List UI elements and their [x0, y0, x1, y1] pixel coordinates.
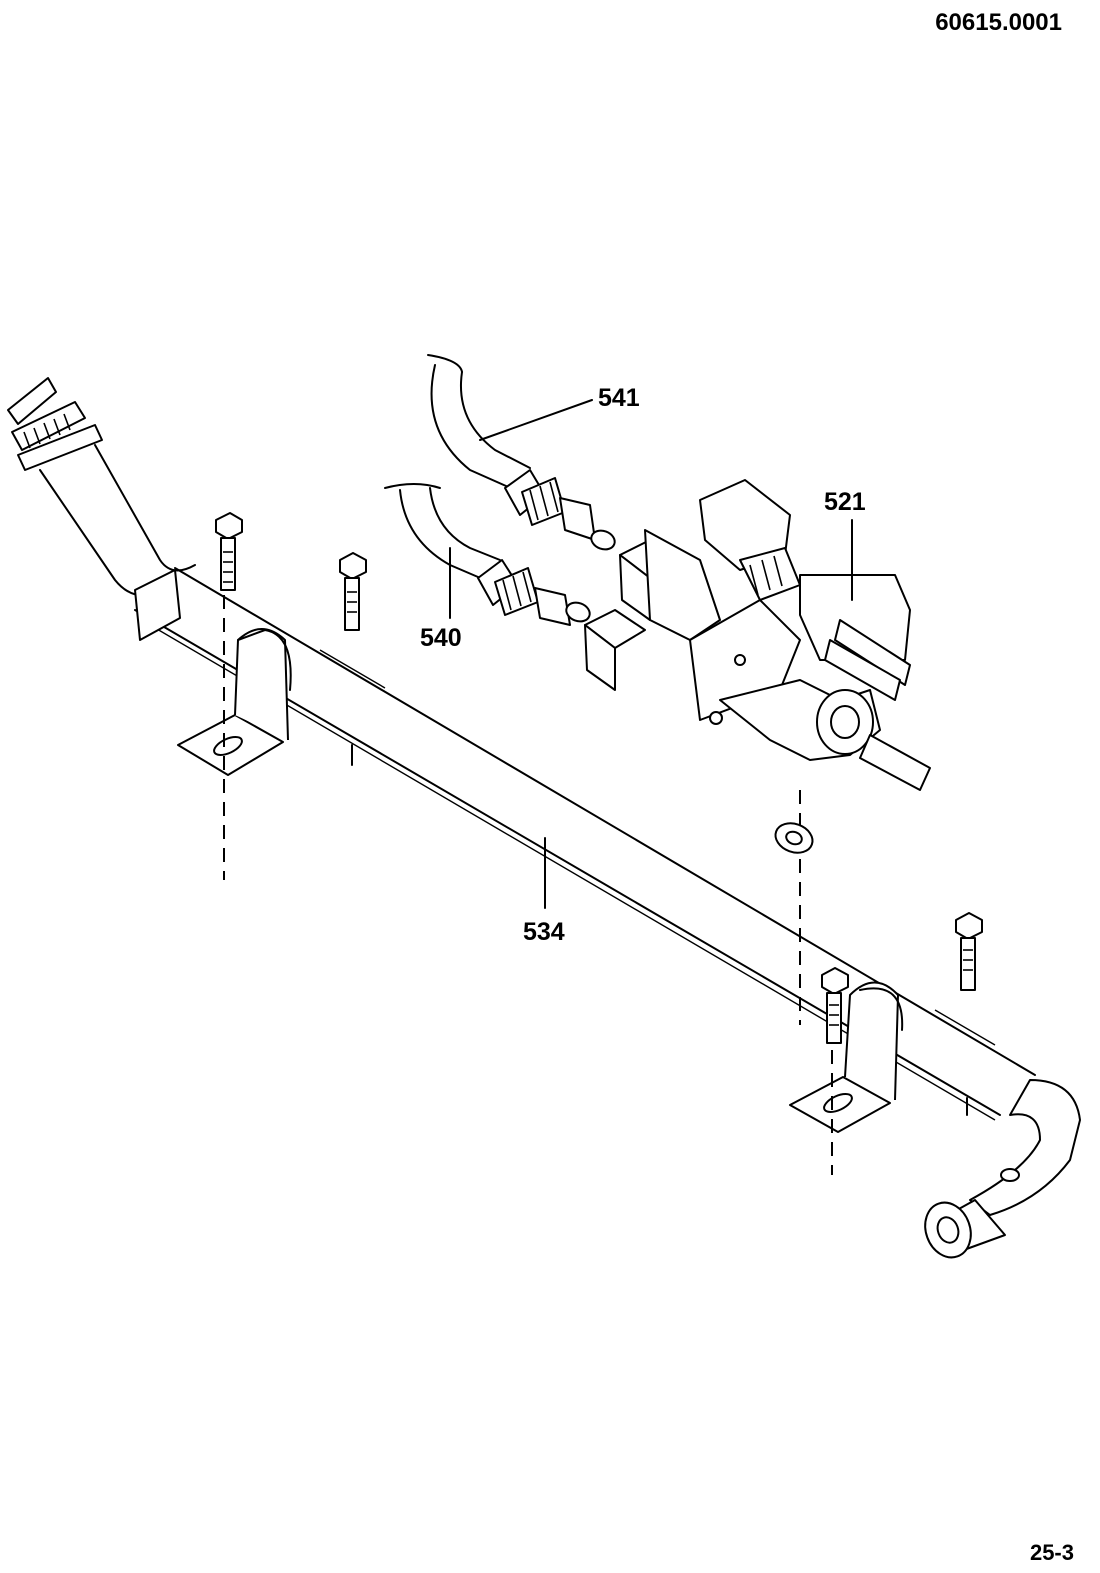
valve-assembly-521 — [584, 479, 931, 791]
washer — [774, 822, 814, 854]
hose-540 — [384, 483, 591, 626]
callout-label-534: 534 — [523, 918, 565, 946]
callout-label-541: 541 — [598, 384, 640, 412]
callout-540: 540 — [420, 547, 462, 652]
callout-541: 541 — [479, 384, 640, 441]
pipe-outlet-end — [924, 1168, 1020, 1259]
callout-label-540: 540 — [420, 624, 462, 652]
callout-label-521: 521 — [824, 488, 866, 516]
page-number: 25-3 — [1030, 1540, 1074, 1565]
mounting-bracket-left — [177, 628, 386, 776]
bolt-left-2 — [339, 552, 367, 631]
bolt-right-2 — [955, 912, 983, 991]
hose-541 — [427, 354, 616, 551]
bolt-left-1 — [215, 512, 243, 591]
pipe-inlet-fitting — [7, 377, 103, 471]
callout-521: 521 — [824, 488, 866, 601]
document-id: 60615.0001 — [935, 9, 1062, 36]
mounting-bracket-right — [789, 981, 996, 1133]
bolt-right-1 — [821, 967, 849, 1044]
callout-534: 534 — [523, 837, 565, 946]
